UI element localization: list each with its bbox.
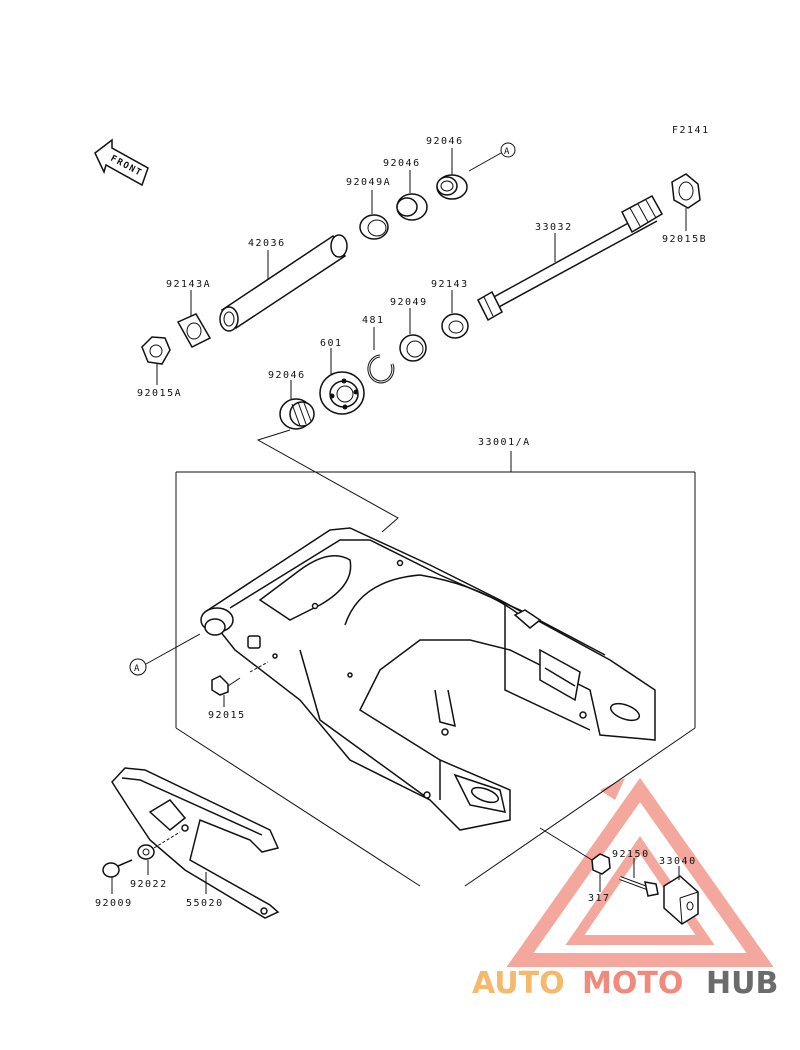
ref-marker-left: A <box>129 633 201 676</box>
watermark-text: AUTO MOTO HUB <box>472 966 778 1001</box>
label-92046-mid: 92046 <box>383 158 421 169</box>
label-55020: 55020 <box>186 898 224 909</box>
collar-92143 <box>441 313 469 339</box>
bolt-92015 <box>211 661 269 696</box>
seal-92049 <box>399 334 427 362</box>
svg-text:A: A <box>504 147 510 157</box>
nut-317 <box>539 827 611 875</box>
assembly-bracket <box>175 471 696 887</box>
label-92049A: 92049A <box>346 177 391 188</box>
label-42036: 42036 <box>248 238 286 249</box>
label-92049: 92049 <box>390 297 428 308</box>
label-92009: 92009 <box>95 898 133 909</box>
label-92015A: 92015A <box>137 388 182 399</box>
label-92022: 92022 <box>130 879 168 890</box>
label-33032: 33032 <box>535 222 573 233</box>
ref-marker-top: A <box>468 142 516 172</box>
label-481: 481 <box>362 315 385 326</box>
seal-92049A <box>359 214 389 240</box>
swingarm-33001 <box>200 527 656 831</box>
front-arrow-icon: FRONT <box>94 138 149 187</box>
label-33040: 33040 <box>659 856 697 867</box>
circlip-481 <box>367 354 395 384</box>
diagram-code: F2141 <box>672 125 710 136</box>
bolt-92150 <box>619 876 659 897</box>
label-92143A: 92143A <box>166 279 211 290</box>
nut-92015A <box>141 336 171 365</box>
chain-guard-55020 <box>111 767 280 919</box>
label-92015B: 92015B <box>662 234 707 245</box>
label-92046-top: 92046 <box>426 136 464 147</box>
bearing-92046-low <box>279 398 315 430</box>
label-92015: 92015 <box>208 710 246 721</box>
label-92150: 92150 <box>612 849 650 860</box>
label-601: 601 <box>320 338 343 349</box>
label-33001A: 33001/A <box>478 437 531 448</box>
svg-text:A: A <box>134 664 140 674</box>
watermark-logo-icon <box>506 777 774 967</box>
bearing-92046-top <box>436 174 468 200</box>
label-317: 317 <box>588 893 611 904</box>
pivot-shaft-33032 <box>477 194 664 322</box>
nut-92015B <box>671 173 701 209</box>
bearing-92046-mid <box>396 193 428 221</box>
washer-92022 <box>137 831 181 860</box>
bearing-601 <box>319 371 365 415</box>
adjuster-33040 <box>663 875 699 925</box>
watermark-hub: HUB <box>706 966 778 1001</box>
bolt-92009 <box>102 859 133 878</box>
watermark-auto: AUTO <box>472 966 565 1001</box>
watermark-moto: MOTO <box>582 966 683 1001</box>
label-92143: 92143 <box>431 279 469 290</box>
label-92046-low: 92046 <box>268 370 306 381</box>
collar-92143A <box>176 313 212 348</box>
sleeve-42036 <box>219 234 348 332</box>
